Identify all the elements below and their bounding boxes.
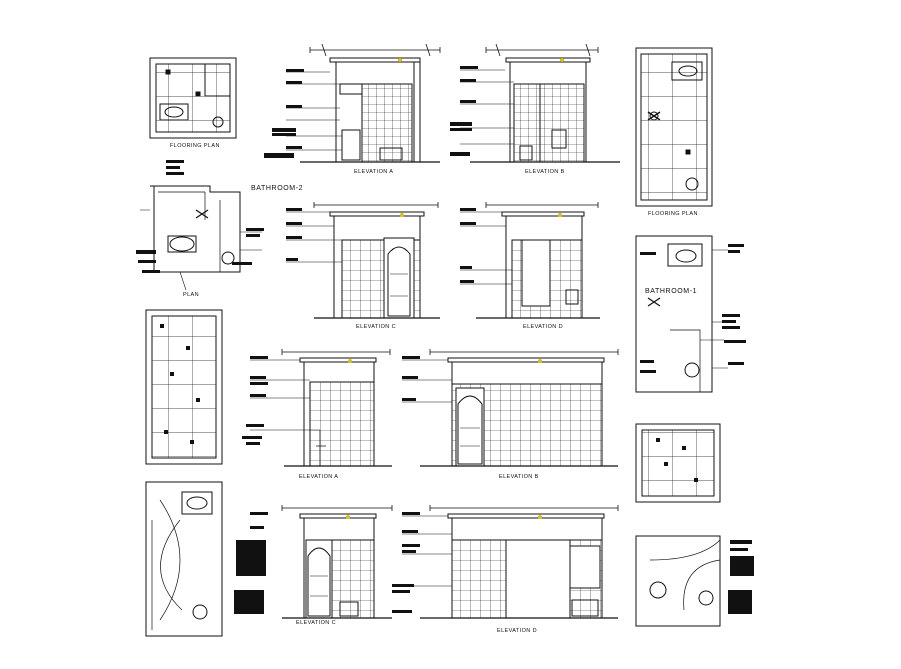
b2-elevation-d: [460, 202, 600, 319]
flooring-plan-left: [149, 57, 237, 139]
b1-elevation-a-label: ELEVATION A: [299, 474, 339, 480]
b1-elevation-a: [242, 349, 392, 467]
bathroom-1-plan: [635, 235, 746, 393]
flooring-plan-right-label: FLOORING PLAN: [648, 211, 698, 217]
b2-elevation-c: [286, 202, 440, 319]
b1-elevation-c: [234, 505, 393, 619]
b2-elevation-b: [450, 43, 620, 163]
b2-elevation-a-label: ELEVATION A: [354, 169, 394, 175]
b1-elevation-d-label: ELEVATION D: [497, 628, 537, 634]
bathroom-1-title: BATHROOM-1: [645, 288, 698, 295]
b2-elevation-a: [264, 43, 441, 163]
b1-flooring-plan-right-lower: [635, 535, 754, 627]
bathroom-2-title: BATHROOM-2: [251, 185, 304, 192]
b2-elevation-b-label: ELEVATION B: [525, 169, 565, 175]
b1-elevation-c-label: ELEVATION C: [296, 620, 336, 626]
b1-floor-tile-plan-left: [145, 309, 223, 465]
b1-elevation-b-label: ELEVATION B: [499, 474, 539, 480]
b2-elevation-d-label: ELEVATION D: [523, 324, 563, 330]
b1-flooring-plan-left-lower: [145, 481, 223, 637]
flooring-plan-right: [635, 47, 713, 207]
b2-elevation-c-label: ELEVATION C: [356, 324, 396, 330]
flooring-plan-left-label: FLOORING PLAN: [170, 143, 220, 149]
bathroom-2-plan: [136, 160, 264, 291]
b1-elevation-d: [392, 505, 619, 619]
b1-elevation-b: [402, 349, 619, 467]
b1-floor-tile-plan-right: [635, 423, 721, 503]
plan-label: PLAN: [183, 292, 199, 298]
